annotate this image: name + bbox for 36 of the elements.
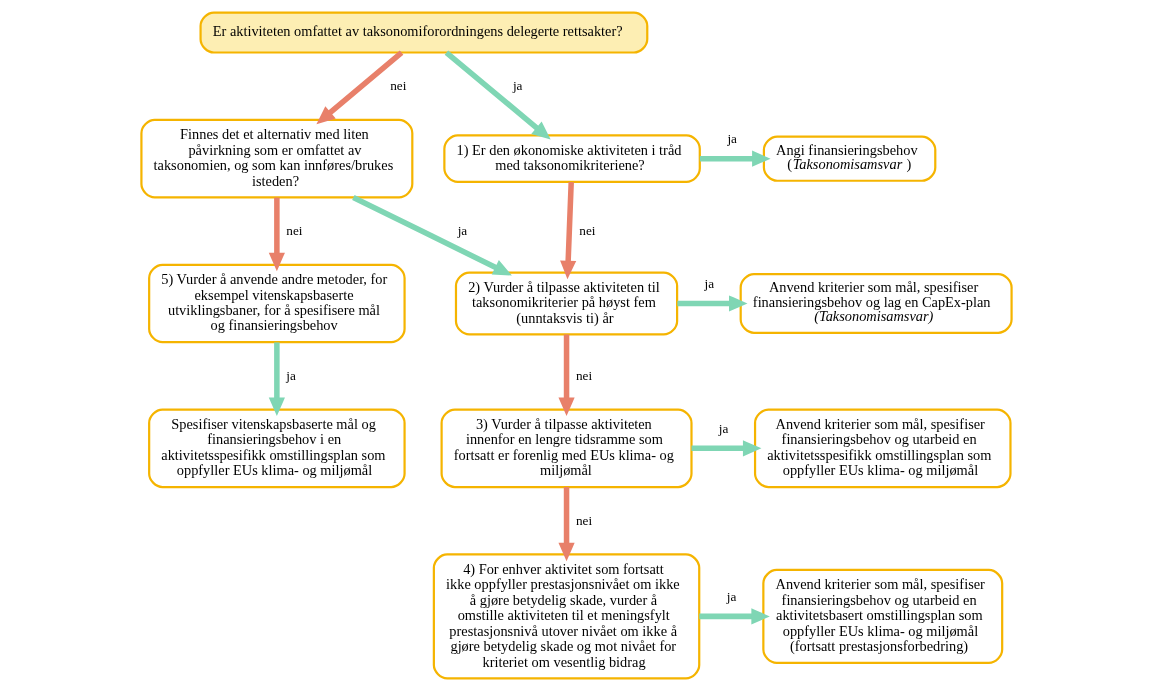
arrow [559, 181, 576, 280]
node-box: 2) Vurder å tilpasse aktiviteten til taksonomikriterier på høyst fem (unntaksvis ti) år [454, 271, 678, 336]
arrow [557, 334, 575, 417]
arrow [444, 50, 551, 140]
edge-label: ja [512, 78, 522, 94]
arrow [691, 440, 761, 457]
edge-label: nei [575, 367, 592, 383]
edge-label: ja [703, 276, 714, 292]
node-box: Anvend kriterier som mål, spesifiser finansieringsbehov og lag en CapEx-plan (Taksonomisamsvar) [739, 273, 1013, 334]
edge-label: nei [578, 223, 595, 239]
arrow [315, 50, 403, 125]
arrow [699, 150, 771, 167]
node-box: Anvend kriterier som mål, spesifiser finansieringsbehov og utarbeid en aktivitetsspesifikk omstillingsplan som oppfyller EUs klima- og miljømål [753, 408, 1012, 489]
arrow [557, 487, 575, 562]
node-box: 3) Vurder å tilpasse aktiviteten innenfor en lengre tidsramme som fortsatt er forenlig med EUs klima- og miljømål [440, 408, 693, 489]
node-box: 1) Er den økonomiske aktiviteten i tråd med taksonomikriteriene? [442, 134, 701, 183]
edge-label: ja [726, 131, 737, 147]
node-box: Spesifiser vitenskapsbaserte mål og finansieringsbehov i en aktivitetsspesifikk omstillingsplan som oppfyller EUs klima- og miljømål [147, 408, 406, 489]
node-box: 4) For enhver aktivitet som fortsatt ikke oppfyller prestasjonsnivået om ikke å gjøre betydelig skade, vurder å omstille aktiviteten til et meningsfylt prestasjonsnivå utover nivået om ikke å gjøre betydelig skade og mot nivået for kriteriet om vesentlig bidrag [432, 553, 700, 680]
node-box: 5) Vurder å anvende andre metoder, for eksempel vitenskapsbaserte utviklingsbaner, for å spesifisere mål og finansieringsbehov [147, 263, 406, 344]
edge-label: nei [575, 512, 592, 528]
edge-label: nei [389, 78, 406, 94]
edge-label: ja [285, 367, 296, 383]
node-box: Angi finansieringsbehov (Taksonomisamsvar) [762, 135, 936, 182]
arrow [676, 295, 747, 312]
edge-label: ja [726, 589, 736, 605]
arrow [268, 197, 285, 272]
edge-label: ja [718, 420, 728, 436]
edge-label: ja [457, 223, 467, 239]
node-box: Anvend kriterier som mål, spesifiser finansieringsbehov og utarbeid en aktivitetsbasert omstillingsplan som oppfyller EUs klima- og miljømål (fortsatt prestasjonsforbedring) [761, 568, 1003, 664]
arrow [268, 342, 285, 417]
node-box: Finnes det et alternativ med liten påvirkning som er omfattet av taksonomien, og som kan innføres/brukes isteden? [139, 118, 413, 199]
arrow [351, 194, 512, 276]
arrow [698, 608, 770, 625]
node-box: Er aktiviteten omfattet av taksonomiforordningens delegerte rettsakter? [198, 11, 648, 54]
edge-label: nei [285, 223, 302, 239]
